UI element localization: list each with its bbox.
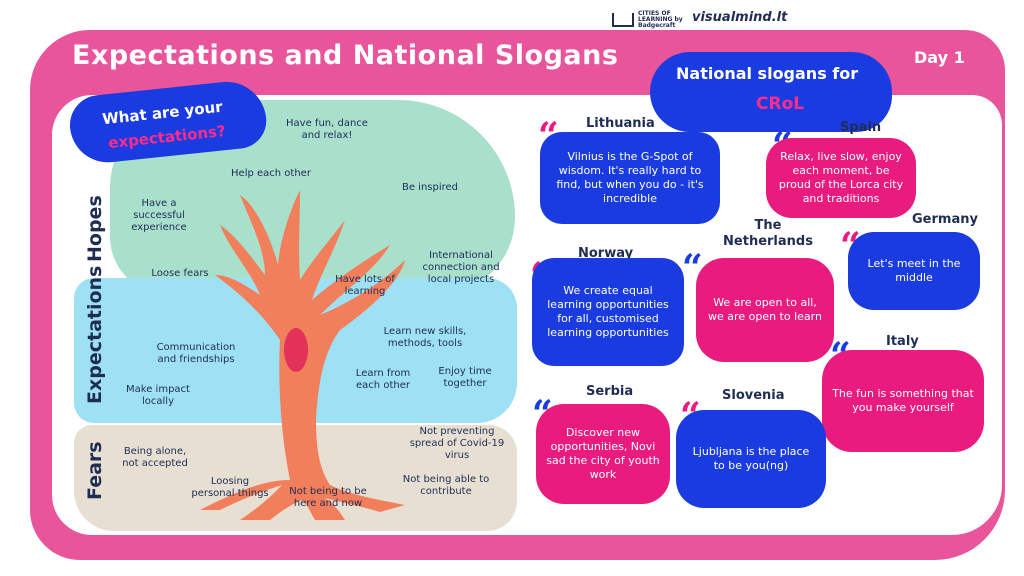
logo-text: CITIES OF LEARNING by Badgecraft xyxy=(638,10,683,29)
expectation-note: Learn new skills, methods, tools xyxy=(383,326,467,349)
day-label: Day 1 xyxy=(914,48,965,67)
country-label-slovenia: Slovenia xyxy=(722,388,785,403)
country-label-lithuania: Lithuania xyxy=(586,116,655,131)
country-label-serbia: Serbia xyxy=(586,384,634,399)
slogan-bubble-serbia: Discover new opportunities, Novi sad the… xyxy=(536,404,670,504)
fear-note: Not being to be here and now xyxy=(289,486,367,509)
slogans-header-bubble xyxy=(650,52,892,132)
hopes-label: Hopes xyxy=(84,195,106,262)
country-label-netherlands: The Netherlands xyxy=(723,218,813,249)
tree-hollow xyxy=(284,328,308,372)
cities-of-learning-logo: CITIES OF LEARNING by Badgecraft xyxy=(612,10,684,30)
hope-note: Be inspired xyxy=(401,182,459,193)
hope-note: Have a successful experience xyxy=(131,198,187,233)
hope-note: International connection and local proje… xyxy=(422,250,500,285)
site-name: visualmind.lt xyxy=(692,10,788,25)
hope-note: Loose fears xyxy=(151,268,209,279)
slogan-bubble-slovenia: Ljubljana is the place to be you(ng) xyxy=(676,410,826,508)
expectations-label: Expectations xyxy=(84,265,106,404)
slogan-bubble-spain: Relax, live slow, enjoy each moment, be … xyxy=(766,138,916,218)
country-label-italy: Italy xyxy=(886,334,919,349)
fear-note: Loosing personal things xyxy=(191,476,269,499)
fears-label: Fears xyxy=(84,441,106,500)
slogan-bubble-netherlands: We are open to all, we are open to learn xyxy=(696,258,834,362)
slogan-bubble-germany: Let's meet in the middle xyxy=(848,232,980,310)
hope-note: Have fun, dance and relax! xyxy=(286,118,368,141)
tree-illustration xyxy=(200,190,405,520)
page-title: Expectations and National Slogans xyxy=(72,40,619,71)
slogan-bubble-lithuania: Vilnius is the G-Spot of wisdom. It's re… xyxy=(540,132,720,224)
fear-note: Not preventing spread of Covid-19 virus xyxy=(409,426,505,461)
country-label-norway: Norway xyxy=(578,246,634,261)
expectation-note: Enjoy time together xyxy=(438,366,492,389)
expectation-note: Communication and friendships xyxy=(156,342,236,365)
hope-note: Help each other xyxy=(231,168,311,179)
hope-note: Have lots of learning xyxy=(335,274,395,297)
slogan-bubble-norway: We create equal learning opportunities f… xyxy=(532,258,684,366)
slogan-bubble-italy: The fun is something that you make yours… xyxy=(822,350,984,452)
city-icon xyxy=(612,13,634,27)
fear-note: Not being able to contribute xyxy=(402,474,490,497)
country-label-spain: Spain xyxy=(840,120,882,135)
slogans-header-line-2: CRoL xyxy=(756,94,805,114)
country-label-germany: Germany xyxy=(912,212,978,227)
expectation-note: Make impact locally xyxy=(126,384,190,407)
slogans-header-line-1: National slogans for xyxy=(676,64,859,83)
fear-note: Being alone, not accepted xyxy=(122,446,188,469)
expectation-note: Learn from each other xyxy=(355,368,411,391)
